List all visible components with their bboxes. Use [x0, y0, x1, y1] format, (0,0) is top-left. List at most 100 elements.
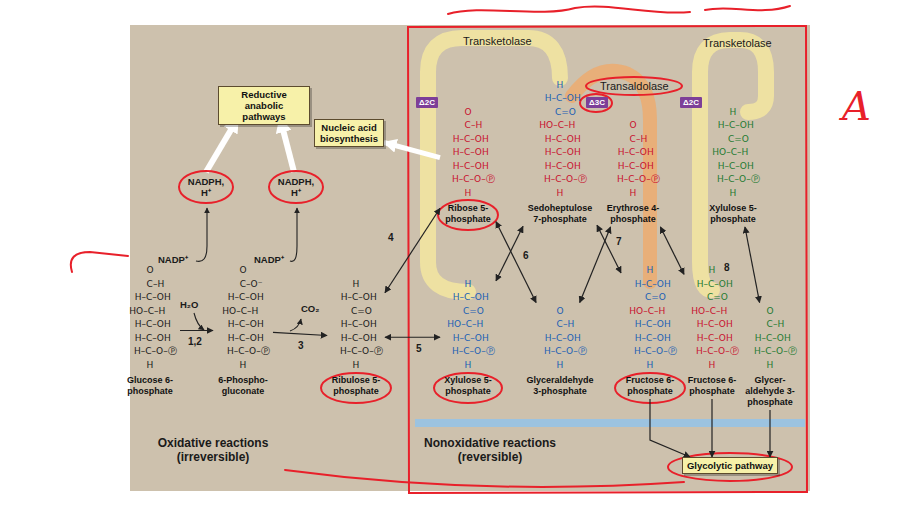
reaction-arrow [496, 222, 536, 303]
structure-row: H [213, 359, 273, 373]
molecule-name: Ribose 5-phosphate [440, 203, 496, 225]
background-panel [130, 25, 810, 491]
molecule-name: Xylulose 5-phosphate [704, 203, 762, 225]
step-number: 3 [296, 340, 306, 352]
structure-row: H–C–OH [443, 133, 499, 147]
structure-row: H [621, 264, 679, 278]
reaction-arrow [384, 142, 440, 157]
structure-row: O [213, 264, 273, 278]
molecule: HH–C–OHC=OHO–C–HH–C–OHH–C–OHH–C–O–ⓅHFruc… [684, 262, 740, 399]
cofactor-arrow [196, 208, 207, 261]
structure-row: H–C–OH [624, 318, 682, 332]
panel-title: Nonoxidative reactions (reversible) [405, 436, 575, 464]
structure-row: H–C–OH [526, 133, 600, 147]
glycolysis-bar [415, 419, 805, 427]
transfer-band [428, 38, 560, 292]
structure-row: O [440, 106, 496, 120]
structure-row: H–C–OH [624, 332, 682, 346]
molecule: OC–HH–C–OHH–C–OHH–C–O–ⓅHErythrose 4-phos… [602, 117, 664, 227]
pathway-box: Reductive anabolic pathways [218, 86, 310, 125]
structure-row: HO–C–H [701, 146, 759, 160]
structure-row: C=O [689, 291, 745, 305]
structure-row: O [120, 264, 180, 278]
structure-row: H–C–OH [605, 160, 667, 174]
structure-row: H [744, 359, 796, 373]
panel-title: Oxidative reactions (irreversible) [138, 436, 288, 464]
cofactor-label: CO₂ [301, 304, 319, 315]
structure-row: H–C–OH [123, 318, 183, 332]
reaction-arrow [496, 226, 523, 280]
structure-row: HO–C–H [117, 305, 177, 319]
structure-row: H [523, 79, 597, 93]
annotation-circle [438, 200, 498, 230]
step-number: 8 [722, 262, 732, 274]
reaction-arrow [273, 332, 327, 335]
step-number: 6 [521, 250, 531, 262]
structure-row: C–H [607, 133, 669, 147]
cofactor-label: NADPH, H⁺ [274, 176, 318, 198]
cofactor-arrow [290, 208, 297, 261]
structure-row: H–C–OH [216, 291, 276, 305]
structure-row: H–C–OH [330, 291, 388, 305]
structure-row: H–C–OH [443, 291, 499, 305]
carbon-transfer-tag: Δ3C [586, 97, 608, 108]
structure-row: C–H [749, 318, 801, 332]
structure-row: C–H [445, 119, 501, 133]
molecule: OC–O⁻H–C–OHHO–C–HH–C–OHH–C–OHH–C–O–ⓅH6-P… [213, 262, 273, 399]
molecule-name: 6-Phospho-gluconate [213, 375, 273, 397]
structure-row: H [704, 187, 762, 201]
structure-row: H [523, 187, 597, 201]
reaction-arrow [660, 227, 684, 274]
cofactor-arrow [290, 319, 301, 331]
molecule: OC–HH–C–OHHO–C–HH–C–OHH–C–OHH–C–O–ⓅHGluc… [120, 262, 180, 399]
annotation-scribble [285, 470, 684, 487]
step-number: 5 [414, 343, 424, 355]
structure-row: H–C–OH [525, 332, 601, 346]
structure-row: HO–C–H [681, 305, 737, 319]
annotation-circle [179, 171, 233, 203]
molecule: HH–C–OHC=OH–C–OHH–C–OHH–C–O–ⓅHRibulose 5… [327, 276, 385, 400]
structure-row: O [744, 305, 796, 319]
cofactor-label: NADPH, H⁺ [184, 176, 228, 198]
structure-row: H–C–O–Ⓟ [528, 173, 602, 187]
structure-row: H–C–OH [526, 146, 600, 160]
structure-row: H–C–O–Ⓟ [445, 345, 501, 359]
structure-row: C=O [626, 291, 684, 305]
structure-row: HO–C–H [210, 305, 270, 319]
structure-row: H [120, 359, 180, 373]
structure-row: C=O [709, 133, 767, 147]
structure-row: H–C–O–Ⓟ [749, 345, 801, 359]
structure-row: H–C–O–Ⓟ [332, 345, 390, 359]
reaction-arrow [711, 399, 712, 457]
structure-row: H [327, 359, 385, 373]
step-number: 7 [614, 236, 624, 248]
structure-row: O [602, 119, 664, 133]
structure-row: H–C–OH [605, 146, 667, 160]
annotation-scribble [705, 6, 790, 10]
reaction-arrow [769, 410, 770, 457]
cofactor-label: NADP⁺ [158, 255, 188, 266]
molecule-name: Xylulose 5-phosphate [440, 375, 496, 397]
structure-row: H–C–OH [330, 318, 388, 332]
molecule: OC–HH–C–OHH–C–O–ⓅHGlyceraldehyde 3-phosp… [522, 303, 598, 400]
molecule: OC–HH–C–OHH–C–O–ⓅHGlycer-aldehyde 3-phos… [744, 303, 796, 411]
structure-row: H–C–O–Ⓟ [607, 173, 669, 187]
structure-row: H–C–OH [707, 119, 765, 133]
structure-row: H–C–O–Ⓟ [218, 345, 278, 359]
structure-row: C–H [125, 278, 185, 292]
structure-row: C=O [445, 305, 501, 319]
annotation-circle [269, 171, 323, 203]
structure-row: H–C–OH [526, 160, 600, 174]
structure-row: O [522, 305, 598, 319]
annotation-scribble [71, 252, 128, 272]
transfer-tag-text: Δ3C [589, 97, 605, 108]
step-number: 4 [386, 232, 396, 244]
transfer-band [700, 40, 766, 290]
structure-row: H [684, 359, 740, 373]
structure-row: C–H [527, 318, 603, 332]
structure-row: H [440, 187, 496, 201]
handwritten-letter: A [842, 86, 871, 126]
structure-row: H–C–OH [747, 332, 799, 346]
step-number: 1,2 [186, 336, 204, 348]
enzyme-label: Transaldolase [600, 80, 669, 93]
